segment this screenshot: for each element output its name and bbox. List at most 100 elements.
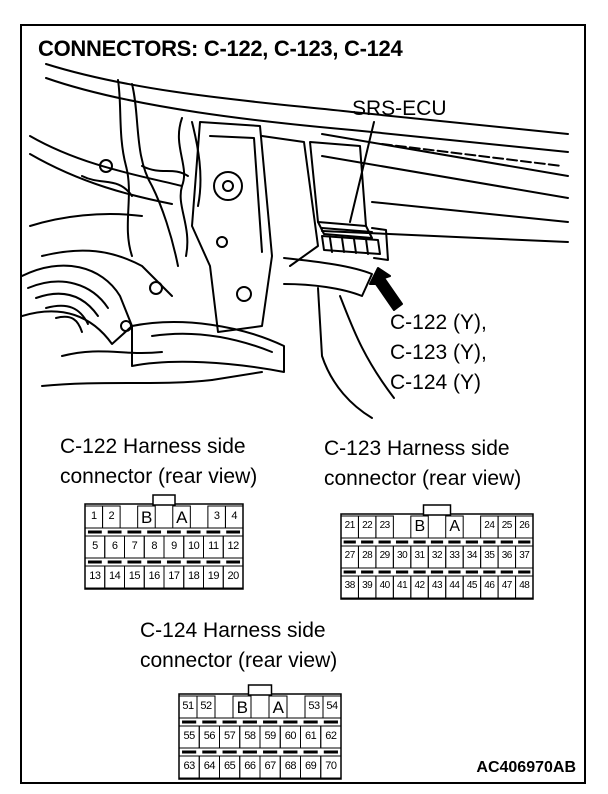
pin-separator-bar [166, 560, 181, 564]
pin-60: 60 [284, 730, 297, 742]
pin-separator-bar [202, 750, 217, 754]
pin-separator-bar [361, 570, 374, 574]
pin-separator-bar [226, 560, 241, 564]
cavity-label-b: B [236, 698, 248, 717]
pin-cell [515, 545, 534, 569]
srs-ecu-label: SRS-ECU [352, 97, 447, 120]
pin-32: 32 [431, 550, 443, 561]
pin-24: 24 [484, 520, 495, 531]
pin-2: 2 [108, 510, 115, 522]
pin-61: 61 [305, 730, 317, 742]
pin-separator-bar [283, 750, 298, 754]
pin-39: 39 [362, 580, 373, 591]
pin-15: 15 [128, 570, 141, 582]
pin-67: 67 [264, 760, 277, 772]
c123-heading: C-123 Harness side connector (rear view) [324, 437, 522, 490]
pin-separator-bar [166, 530, 181, 534]
ecu-leader-line [349, 121, 375, 223]
pin-63: 63 [183, 760, 196, 772]
pin-64: 64 [203, 760, 216, 772]
dashboard-outline [45, 63, 569, 135]
cavity-label-b: B [414, 518, 425, 535]
pin-29: 29 [379, 550, 391, 561]
pin-separator-bar [343, 570, 356, 574]
pin-38: 38 [344, 580, 356, 591]
pin-54: 54 [326, 700, 338, 712]
pin-59: 59 [264, 730, 277, 742]
pin-cell [320, 755, 342, 779]
pin-separator-bar [465, 570, 479, 574]
part-code: AC406970AB [476, 759, 576, 776]
pin-58: 58 [244, 730, 256, 742]
pin-separator-bar [343, 540, 356, 544]
pin-separator-bar [483, 570, 496, 574]
connector-lock-tab [152, 494, 176, 506]
pin-17: 17 [168, 570, 180, 582]
pin-18: 18 [188, 570, 200, 582]
pin-separator-bar [206, 530, 221, 534]
pin-34: 34 [466, 550, 478, 561]
pin-cell [222, 535, 244, 559]
pin-separator-bar [202, 720, 217, 724]
pin-6: 6 [111, 540, 118, 552]
pin-26: 26 [519, 520, 530, 531]
pin-separator-bar [378, 570, 391, 574]
pin-46: 46 [484, 580, 495, 591]
pin-separator-bar [395, 540, 409, 544]
pin-53: 53 [308, 700, 320, 712]
vehicle-illustration [22, 63, 569, 419]
pin-separator-bar [413, 540, 426, 544]
pin-separator-bar [127, 530, 142, 534]
pin-separator-bar [483, 540, 496, 544]
connector-callout-line-3: C-124 (Y) [390, 371, 482, 394]
pin-separator-bar [87, 560, 102, 564]
pin-12: 12 [227, 540, 240, 552]
pin-cell [320, 725, 342, 749]
pin-separator-bar [500, 540, 513, 544]
pin-37: 37 [519, 550, 530, 561]
pin-separator-bar [303, 750, 318, 754]
pin-separator-bar [107, 560, 122, 564]
pin-10: 10 [188, 540, 200, 552]
pin-separator-bar [395, 570, 409, 574]
pin-42: 42 [414, 580, 425, 591]
pin-separator-bar [518, 540, 531, 544]
pin-11: 11 [208, 540, 219, 552]
pin-16: 16 [148, 570, 161, 582]
pin-separator-bar [361, 540, 374, 544]
pin-65: 65 [224, 760, 236, 772]
pin-separator-bar [226, 530, 241, 534]
pin-45: 45 [466, 580, 478, 591]
pin-separator-bar [323, 750, 338, 754]
pin-62: 62 [325, 730, 337, 742]
pin-separator-bar [222, 720, 237, 724]
pin-separator-bar [448, 570, 461, 574]
pin-8: 8 [151, 540, 157, 552]
pin-19: 19 [207, 570, 220, 582]
pin-20: 20 [227, 570, 240, 582]
pin-separator-bar [206, 560, 221, 564]
steering-column-outline [22, 264, 133, 345]
c122-heading: C-122 Harness side connector (rear view) [60, 435, 258, 488]
pin-44: 44 [449, 580, 460, 591]
c124-heading: C-124 Harness side connector (rear view) [140, 619, 338, 672]
center-brace-outline [191, 121, 273, 333]
pin-separator-bar [147, 530, 162, 534]
pin-separator-bar [242, 750, 257, 754]
pin-28: 28 [362, 550, 373, 561]
pin-69: 69 [305, 760, 317, 772]
wiring-harness [117, 79, 133, 257]
cavity-label-a: A [176, 508, 187, 527]
pin-21: 21 [344, 520, 356, 531]
pin-1: 1 [90, 510, 97, 522]
pin-40: 40 [379, 580, 391, 591]
pin-36: 36 [501, 550, 513, 561]
pin-separator-bar [283, 720, 298, 724]
pin-23: 23 [379, 520, 391, 531]
pin-separator-bar [127, 560, 142, 564]
pin-48: 48 [519, 580, 530, 591]
pin-55: 55 [183, 730, 196, 742]
pin-separator-bar [107, 530, 122, 534]
pin-separator-bar [186, 530, 201, 534]
